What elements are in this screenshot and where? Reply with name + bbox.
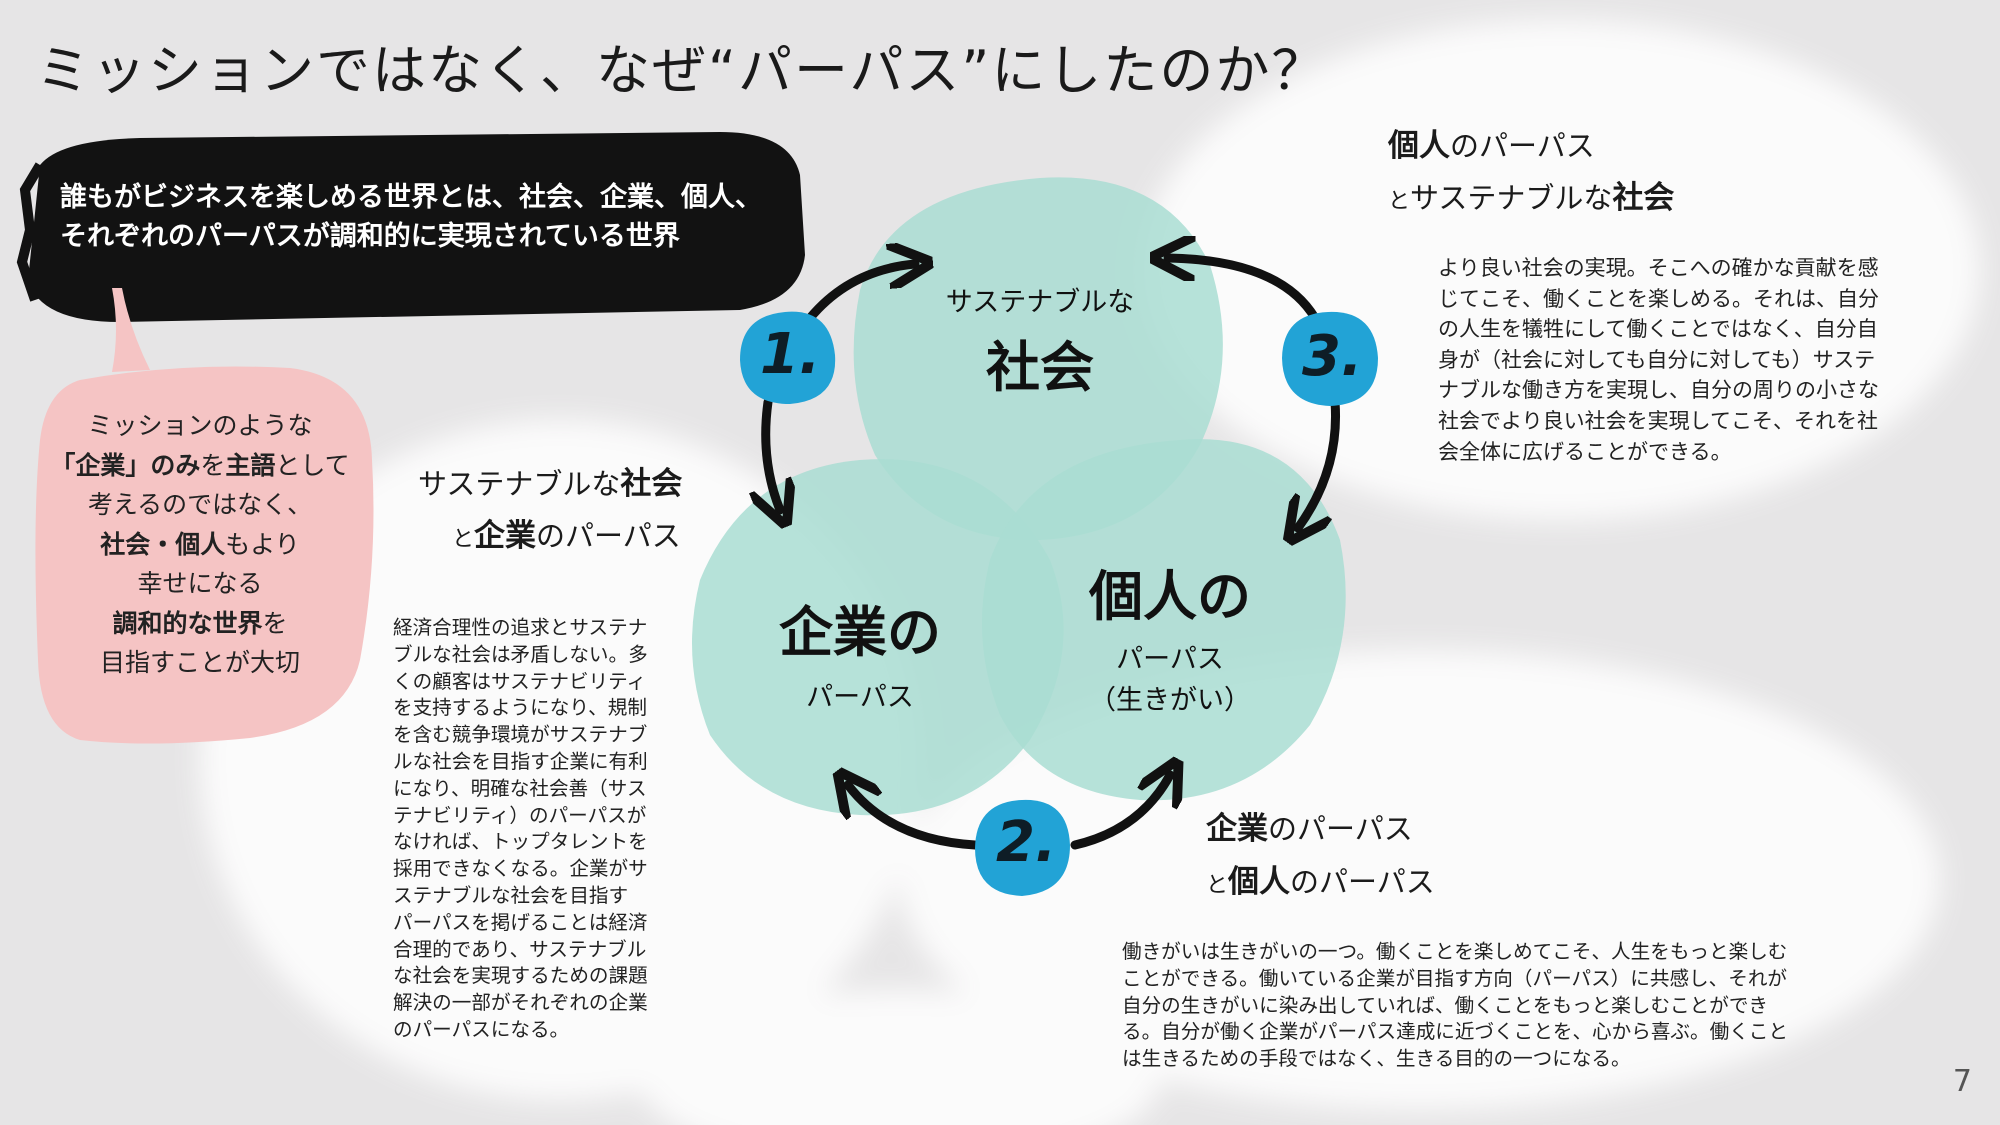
section1-body-line: 経済合理性の追求とサステナ (393, 616, 648, 639)
section3-body: より良い社会の実現。そこへの確かな貢献を感じてこそ、働くことを楽しめる。それは、… (1438, 253, 1938, 467)
banner-line-2: それぞれのパーパスが調和的に実現されている世界 (60, 221, 680, 252)
section2-body-line: 働きがいは生きがいの一つ。働くことを楽しめてこそ、人生をもっと楽しむ (1122, 940, 1788, 963)
pink-speech-bubble (35, 288, 374, 744)
section1-body: 経済合理性の追求とサステナブルな社会は矛盾しない。多くの顧客はサステナビリティを… (393, 615, 663, 1044)
section1-heading-line-2: と企業のパーパス (452, 510, 681, 566)
section1-body-line: パーパスを掲げることは経済 (393, 910, 648, 934)
bubble-text-wo: を (200, 450, 226, 480)
company-circle (692, 459, 1064, 816)
society-sub-label: サステナブルな (945, 287, 1135, 318)
badge-2-number: 2. (996, 810, 1057, 875)
section2-heading-purpose: のパーパス (1268, 812, 1413, 846)
company-main-label: 企業の (779, 601, 941, 664)
badge-1-shape (740, 311, 836, 404)
cycle-arrows (766, 258, 1341, 850)
section3-heading-sustainable: サステナブルな (1410, 181, 1613, 215)
section1-body-line: ルな社会を目指す企業に有利 (393, 749, 648, 773)
section1-heading-purpose: のパーパス (536, 519, 681, 553)
section1-body-line: を支持するようになり、規制 (393, 696, 647, 720)
society-circle-label: サステナブルな 社会 (900, 280, 1180, 402)
section2-body: 働きがいは生きがいの一つ。働くことを楽しめてこそ、人生をもっと楽しむことができる… (1122, 939, 1842, 1073)
bubble-line-4: 社会・個人もより (40, 525, 360, 565)
individual-circle-label: 個人の パーパス （生きがい） (1030, 552, 1310, 717)
bubble-em-society-individual: 社会・個人 (100, 529, 226, 559)
society-main-label: 社会 (986, 336, 1094, 399)
section1-body-line: テナビリティ）のパーパスが (393, 803, 647, 827)
badge-1-number: 1. (760, 322, 821, 387)
section1-body-line: ステナブルな社会を目指す (393, 883, 629, 907)
number-badges (740, 311, 1378, 896)
section1-body-line: な社会を実現するための課題 (393, 964, 648, 988)
section3-body-line: 社会でより良い社会を実現してこそ、それを社 (1438, 408, 1878, 433)
badge-2-shape (975, 799, 1070, 896)
section3-heading-line-2: とサステナブルな社会 (1388, 172, 1674, 228)
section3-heading-em-society: 社会 (1612, 180, 1675, 216)
section1-heading-text: サステナブルな (418, 467, 621, 501)
section2-body-line: 自分の生きがいに染み出していれば、働くことをもっと楽しむことができ (1122, 993, 1769, 1017)
badge-3-shape (1282, 311, 1378, 406)
section2-heading-purpose-2: のパーパス (1290, 865, 1435, 899)
section2-heading-em-company: 企業 (1206, 811, 1268, 847)
section1-body-line: なければ、トップタレントを (393, 830, 648, 854)
page-number: 7 (1952, 1064, 1972, 1099)
banner-text: 誰もがビジネスを楽しめる世界とは、社会、企業、個人、 それぞれのパーパスが調和的… (60, 178, 800, 256)
page-title: ミッションではなく、なぜ“パーパス”にしたのか？ (36, 39, 1328, 102)
bubble-line-6: 調和的な世界を (40, 604, 360, 644)
company-circle-label: 企業の パーパス (720, 588, 1000, 714)
badge-3-number: 3. (1302, 324, 1363, 389)
individual-main-label: 個人の (1089, 565, 1251, 628)
section2-body-line: る。自分が働く企業がパーパス達成に近づくことを、心から喜ぶ。働くこと (1122, 1020, 1788, 1044)
section3-heading-line-1: 個人のパーパス (1388, 120, 1595, 172)
bubble-text: ミッションのような 「企業」のみを主語として 考えるのではなく、 社会・個人もよ… (40, 406, 360, 683)
bubble-text-wo2: を (262, 608, 288, 638)
bubble-text-moyori: もより (225, 529, 300, 559)
section1-body-line: くの顧客はサステナビリティ (393, 669, 647, 693)
bubble-line-1: ミッションのような (87, 411, 313, 440)
section3-body-line: より良い社会の実現。そこへの確かな貢献を感 (1438, 256, 1879, 280)
section3-body-line: じてこそ、働くことを楽しめる。それは、自分 (1438, 286, 1879, 311)
individual-sub-label: パーパス (1116, 644, 1224, 675)
section1-body-line: のパーパスになる。 (393, 1017, 570, 1041)
section1-body-line: になり、明確な社会善（サス (393, 776, 647, 800)
section2-body-line: ことができる。働いている企業が目指す方向（パーパス）に共感し、それが (1122, 966, 1788, 990)
bubble-text-toshite: として (275, 450, 350, 480)
company-sub-label: パーパス (806, 682, 914, 713)
banner-line-1: 誰もがビジネスを楽しめる世界とは、社会、企業、個人、 (60, 182, 762, 213)
section3-heading-to: と (1388, 189, 1411, 214)
section1-body-line: 解決の一部がそれぞれの企業 (393, 991, 648, 1015)
bubble-em-subject: 主語 (225, 450, 276, 480)
individual-sub-label-2: （生きがい） (1089, 685, 1251, 716)
section1-body-line: ブルな社会は矛盾しない。多 (393, 642, 648, 666)
bubble-line-5: 幸せになる (137, 569, 263, 598)
bubble-line-7: 目指すことが大切 (99, 648, 300, 677)
section2-heading-line-2: と個人のパーパス (1206, 856, 1435, 912)
section3-heading-purpose: のパーパス (1450, 129, 1595, 163)
section1-heading-to: と (452, 527, 475, 552)
venn-circles (692, 177, 1346, 816)
section2-heading-em-individual: 個人 (1228, 864, 1291, 900)
section3-body-line: の人生を犠牲にして働くことではなく、自分自 (1438, 317, 1878, 342)
section2-heading-line-1: 企業のパーパス (1206, 803, 1413, 855)
section1-body-line: 採用できなくなる。企業がサ (393, 857, 648, 881)
section3-heading-em-individual: 個人 (1388, 128, 1450, 164)
section1-heading-line-1: サステナブルな社会 (418, 458, 682, 510)
bubble-em-company-only: 「企業」のみ (50, 450, 201, 480)
banner-shape (16, 132, 805, 322)
bubble-line-3: 考えるのではなく、 (87, 490, 313, 519)
section3-body-line: ナブルな働き方を実現し、自分の周りの小さな (1438, 378, 1879, 403)
section3-body-line: 身が（社会に対しても自分に対しても）サステ (1438, 347, 1876, 372)
section1-body-line: 合理的であり、サステナブル (393, 937, 647, 961)
section1-heading-em-company: 企業 (474, 518, 537, 554)
section3-body-line: 会全体に広げることができる。 (1438, 439, 1732, 464)
section1-body-line: を含む競争環境がサステナブ (393, 723, 648, 747)
section2-heading-to: と (1206, 873, 1229, 898)
bubble-line-2: 「企業」のみを主語として (40, 446, 360, 486)
section2-body-line: は生きるための手段ではなく、生きる目的の一つになる。 (1122, 1047, 1631, 1071)
section1-heading-em-society: 社会 (620, 466, 683, 502)
bubble-em-harmonious-world: 調和的な世界 (112, 608, 263, 638)
individual-circle (982, 439, 1346, 801)
